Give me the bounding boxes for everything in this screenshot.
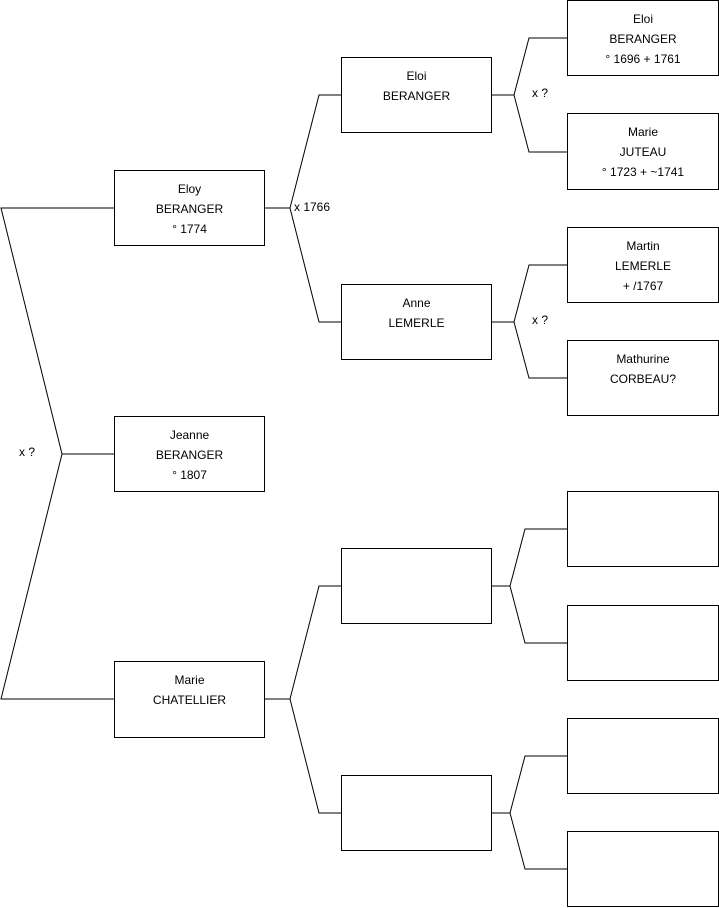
person-first-name: Eloi: [406, 69, 427, 83]
marriage-label-anne-parents: x ?: [532, 313, 549, 327]
person-surname: LEMERLE: [614, 259, 672, 273]
person-box-empty[interactable]: [567, 605, 719, 681]
person-box-empty[interactable]: [341, 548, 492, 624]
marriage-label-root: x ?: [19, 445, 36, 459]
person-box-martin-lemerle[interactable]: Martin LEMERLE + /1767: [567, 227, 719, 303]
connector-g3-4-fork: [509, 755, 567, 870]
marriage-label-eloy-parents: x 1766: [294, 200, 331, 214]
person-box-empty[interactable]: [567, 831, 719, 907]
connector-eloi-fork: [513, 37, 567, 153]
person-box-mathurine-corbeau[interactable]: Mathurine CORBEAU?: [567, 340, 719, 416]
person-surname: CORBEAU?: [609, 372, 677, 386]
person-first-name: Jeanne: [169, 428, 210, 442]
person-box-empty[interactable]: [567, 718, 719, 794]
connector-root-upper: [0, 207, 114, 455]
person-box-eloi-beranger[interactable]: Eloi BERANGER: [341, 57, 492, 133]
person-surname: LEMERLE: [388, 316, 445, 330]
person-dates: ° 1723 + ~1741: [601, 165, 685, 179]
person-dates: ° 1774: [172, 222, 207, 236]
person-first-name: Marie: [174, 673, 205, 687]
person-first-name: Martin: [626, 239, 660, 253]
person-box-eloy-beranger[interactable]: Eloy BERANGER ° 1774: [114, 170, 265, 246]
person-first-name: Eloi: [632, 12, 653, 26]
person-box-marie-chatellier[interactable]: Marie CHATELLIER: [114, 661, 265, 738]
person-first-name: Mathurine: [616, 352, 670, 366]
connector-marie-fork: [289, 585, 341, 814]
connector-root-lower: [0, 453, 114, 700]
person-box-empty[interactable]: [567, 491, 719, 567]
person-dates: + /1767: [622, 279, 664, 293]
person-box-empty[interactable]: [341, 775, 492, 851]
person-surname: CHATELLIER: [152, 693, 227, 707]
person-surname: BERANGER: [155, 202, 224, 216]
person-dates: ° 1696 + 1761: [605, 52, 681, 66]
person-surname: BERANGER: [155, 448, 224, 462]
person-surname: JUTEAU: [619, 145, 667, 159]
connector-g3-3-fork: [509, 528, 567, 644]
marriage-label-eloi-parents: x ?: [532, 86, 549, 100]
connector-eloy-fork: [289, 94, 341, 323]
person-first-name: Anne: [402, 296, 431, 310]
connector-anne-fork: [513, 264, 567, 379]
person-box-eloi-beranger-senior[interactable]: Eloi BERANGER ° 1696 + 1761: [567, 0, 719, 76]
person-box-anne-lemerle[interactable]: Anne LEMERLE: [341, 284, 492, 360]
person-box-jeanne-beranger[interactable]: Jeanne BERANGER ° 1807: [114, 416, 265, 492]
person-box-marie-juteau[interactable]: Marie JUTEAU ° 1723 + ~1741: [567, 113, 719, 190]
person-surname: BERANGER: [609, 32, 677, 46]
person-first-name: Marie: [627, 125, 658, 139]
person-first-name: Eloy: [177, 182, 202, 196]
person-surname: BERANGER: [382, 89, 451, 103]
person-dates: ° 1807: [172, 468, 207, 482]
